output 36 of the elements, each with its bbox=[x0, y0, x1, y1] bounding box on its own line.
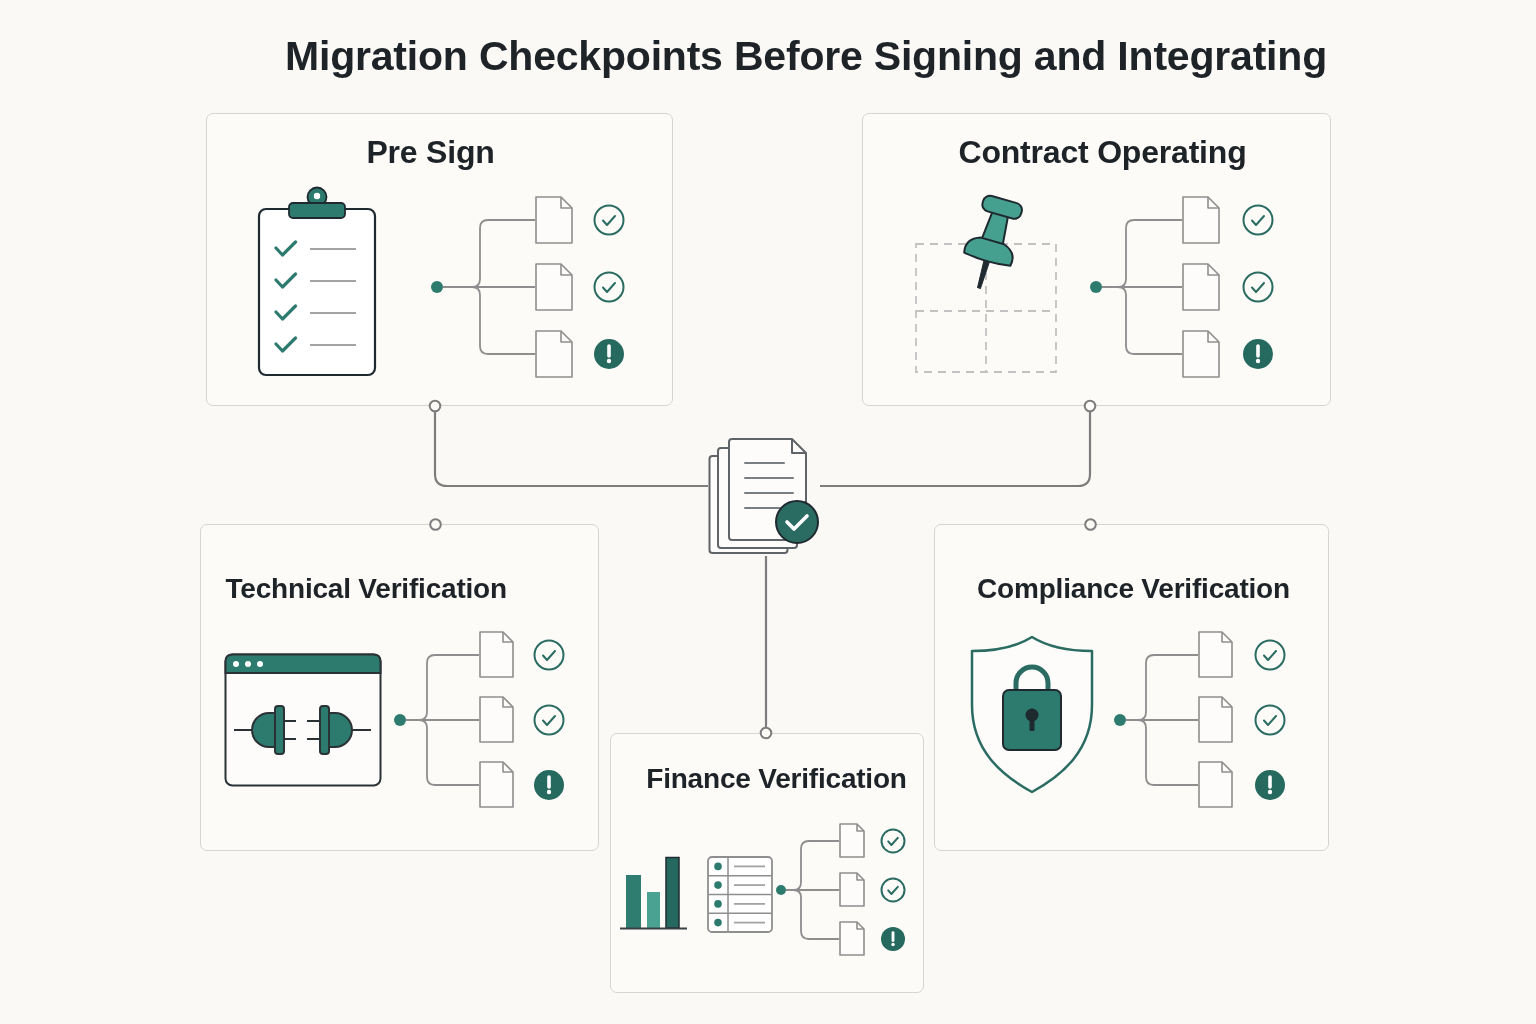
branch-line bbox=[1125, 719, 1199, 786]
document-icon bbox=[534, 195, 573, 244]
card-title: Pre Sign bbox=[366, 134, 495, 171]
junction-dot bbox=[1113, 713, 1126, 726]
connector-line bbox=[759, 556, 773, 740]
connector-line bbox=[428, 399, 708, 488]
connector-line bbox=[820, 399, 1097, 488]
junction-dot bbox=[1089, 280, 1102, 293]
document-icon bbox=[838, 872, 865, 907]
card-title: Finance Verification bbox=[646, 763, 907, 796]
document-icon bbox=[838, 921, 865, 956]
document-icon bbox=[478, 761, 514, 808]
branch-line bbox=[1101, 286, 1183, 355]
document-icon bbox=[534, 262, 573, 311]
branch-line bbox=[405, 719, 480, 786]
junction-dot bbox=[393, 713, 406, 726]
document-icon bbox=[1197, 696, 1233, 743]
document-icon bbox=[478, 631, 514, 678]
document-icon bbox=[1197, 761, 1233, 808]
branch-line bbox=[785, 889, 840, 940]
document-icon bbox=[534, 329, 573, 378]
document-icon bbox=[478, 696, 514, 743]
document-icon bbox=[1181, 329, 1220, 378]
document-icon bbox=[1181, 195, 1220, 244]
page-title: Migration Checkpoints Before Signing and Integrating bbox=[285, 33, 1327, 81]
checkpoint-card bbox=[862, 113, 1331, 406]
branch-line bbox=[442, 286, 536, 355]
card-title: Compliance Verification bbox=[977, 573, 1290, 606]
document-icon bbox=[1197, 631, 1233, 678]
junction-dot bbox=[430, 280, 443, 293]
document-icon bbox=[838, 823, 865, 858]
junction-dot bbox=[775, 884, 786, 895]
card-title: Technical Verification bbox=[225, 573, 507, 606]
document-stack-icon bbox=[708, 437, 820, 556]
document-icon bbox=[1181, 262, 1220, 311]
card-title: Contract Operating bbox=[958, 134, 1247, 171]
